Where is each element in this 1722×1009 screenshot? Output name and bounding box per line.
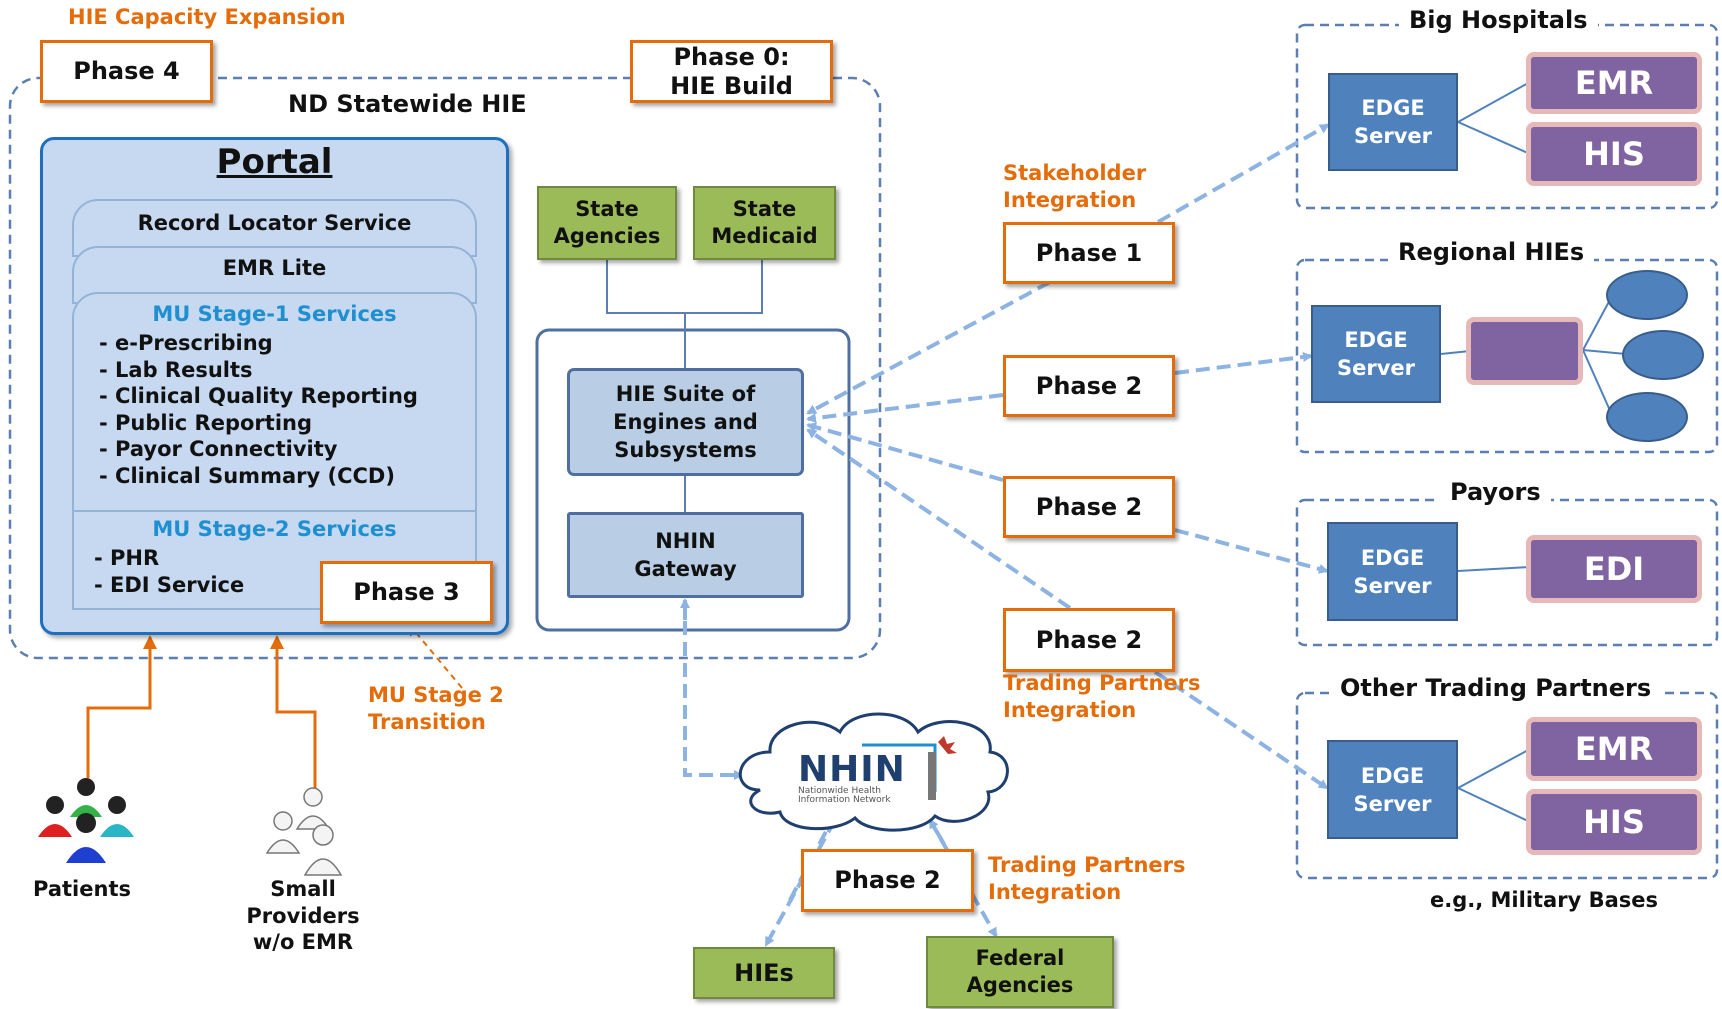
regional-node-3 — [1606, 392, 1688, 442]
edge-line1: EDGE — [1344, 328, 1408, 352]
other-edge-server: EDGE Server — [1327, 740, 1458, 839]
edge-line1: EDGE — [1361, 96, 1425, 120]
state-medicaid-box: State Medicaid — [693, 186, 836, 260]
other-his: HIS — [1526, 789, 1702, 855]
trading-partners-label-right: Trading Partners Integration — [1003, 670, 1201, 724]
phase2-bottom-box: Phase 2 — [801, 849, 974, 912]
trading-partners-label-bottom: Trading Partners Integration — [988, 852, 1186, 906]
stakeholder-line2: Integration — [1003, 188, 1137, 212]
big-hospitals-emr: EMR — [1526, 52, 1702, 114]
nhin-gateway-line1: NHIN — [655, 529, 716, 553]
trading-right-line2: Integration — [1003, 698, 1137, 722]
patients-icon — [38, 778, 134, 863]
state-agencies-line2: Agencies — [553, 224, 661, 248]
state-agencies-box: State Agencies — [537, 186, 677, 260]
edge-line2: Server — [1353, 573, 1432, 598]
trading-bottom-line1: Trading Partners — [988, 853, 1186, 877]
nhin-gateway-box: NHIN Gateway — [567, 512, 804, 598]
mu1-item: - Clinical Summary (CCD) — [99, 463, 395, 488]
nhin-tagline: Nationwide Health Information Network — [798, 787, 891, 805]
trading-right-line1: Trading Partners — [1003, 671, 1201, 695]
mu1-item: - Public Reporting — [99, 410, 313, 435]
edge-line1: EDGE — [1360, 545, 1425, 570]
mu-transition-label: MU Stage 2 Transition — [368, 682, 504, 736]
phase2-trading-box: Phase 2 — [1003, 608, 1175, 672]
mu1-item: - e-Prescribing — [99, 331, 273, 355]
patients-label: Patients — [33, 877, 131, 901]
mu2-title: MU Stage-2 Services — [152, 517, 397, 541]
edge-line2: Server — [1353, 791, 1432, 816]
phase2-regional-box: Phase 2 — [1003, 355, 1175, 417]
mu1-item: - Payor Connectivity — [99, 437, 338, 461]
mu1-title: MU Stage-1 Services — [152, 302, 397, 326]
regional-hub — [1466, 317, 1583, 385]
edge-line2: Server — [1336, 356, 1415, 380]
mu-transition-line1: MU Stage 2 — [368, 683, 504, 707]
state-medicaid-line2: Medicaid — [711, 224, 818, 248]
mu2-item: - EDI Service — [94, 572, 245, 597]
phase0-box: Phase 0: HIE Build — [630, 40, 833, 103]
hie-suite-box: HIE Suite of Engines and Subsystems — [567, 368, 804, 476]
phase0-line1: Phase 0: — [673, 42, 790, 71]
other-emr: EMR — [1526, 717, 1702, 781]
mu2-item: - PHR — [94, 546, 160, 570]
mu1-item: - Lab Results — [99, 357, 253, 382]
phase2-payors-box: Phase 2 — [1003, 476, 1175, 538]
regional-node-2 — [1622, 330, 1704, 380]
trading-bottom-line2: Integration — [988, 880, 1122, 904]
regional-node-1 — [1606, 270, 1688, 320]
mu1-item: - Clinical Quality Reporting — [99, 384, 418, 408]
military-bases-footnote: e.g., Military Bases — [1430, 888, 1658, 912]
edge-line2: Server — [1353, 124, 1432, 148]
nhin-tagline-line2: Information Network — [798, 795, 891, 805]
record-locator-label: Record Locator Service — [137, 211, 412, 235]
state-agencies-line1: State — [575, 197, 639, 221]
stakeholder-integration-label: Stakeholder Integration — [1003, 160, 1146, 214]
payors-title: Payors — [1440, 478, 1551, 506]
phase4-box: Phase 4 — [40, 40, 213, 103]
nhin-gateway-line2: Gateway — [634, 557, 737, 581]
regional-hies-title: Regional HIEs — [1388, 238, 1595, 266]
nhin-logo-text: NHIN — [798, 749, 906, 790]
federal-agencies-box: Federal Agencies — [926, 936, 1114, 1008]
state-medicaid-line1: State — [732, 197, 797, 221]
mu2-list: - PHR - EDI Service — [94, 545, 244, 598]
emr-lite-label: EMR Lite — [222, 256, 327, 280]
federal-line2: Agencies — [966, 973, 1074, 997]
mu1-list: - e-Prescribing - Lab Results - Clinical… — [99, 330, 418, 489]
nhin-tagline-line1: Nationwide Health — [798, 786, 882, 796]
edge-line1: EDGE — [1360, 763, 1425, 788]
federal-line1: Federal — [975, 946, 1065, 970]
regional-edge-server: EDGE Server — [1311, 305, 1441, 403]
phase1-box: Phase 1 — [1003, 222, 1175, 284]
payors-edi: EDI — [1526, 535, 1702, 603]
hie-suite-line1: HIE Suite of — [615, 382, 756, 406]
big-hospitals-edge-server: EDGE Server — [1328, 73, 1458, 171]
portal-title: Portal — [216, 142, 333, 182]
big-hospitals-his: HIS — [1526, 122, 1702, 186]
capacity-expansion-label: HIE Capacity Expansion — [68, 5, 346, 29]
big-hospitals-title: Big Hospitals — [1399, 6, 1598, 34]
small-providers-label: Small Providers w/o EMR — [228, 876, 378, 956]
hie-suite-line2: Engines and — [613, 410, 758, 434]
small-providers-line1: Small — [270, 877, 336, 901]
small-providers-icon — [265, 787, 343, 876]
hies-box: HIEs — [693, 947, 835, 999]
statewide-hie-title: ND Statewide HIE — [282, 90, 533, 118]
small-providers-line3: w/o EMR — [252, 930, 354, 954]
stakeholder-line1: Stakeholder — [1003, 161, 1147, 185]
hie-suite-line3: Subsystems — [614, 438, 757, 462]
payors-edge-server: EDGE Server — [1327, 522, 1458, 621]
statewide-hie-frame — [8, 76, 882, 660]
small-providers-line2: Providers — [246, 903, 360, 928]
phase0-line2: HIE Build — [670, 71, 793, 100]
nhin-cloud-icon — [738, 712, 1009, 832]
phase3-box: Phase 3 — [320, 561, 493, 624]
other-partners-title: Other Trading Partners — [1330, 674, 1662, 702]
mu-transition-line2: Transition — [368, 710, 486, 734]
